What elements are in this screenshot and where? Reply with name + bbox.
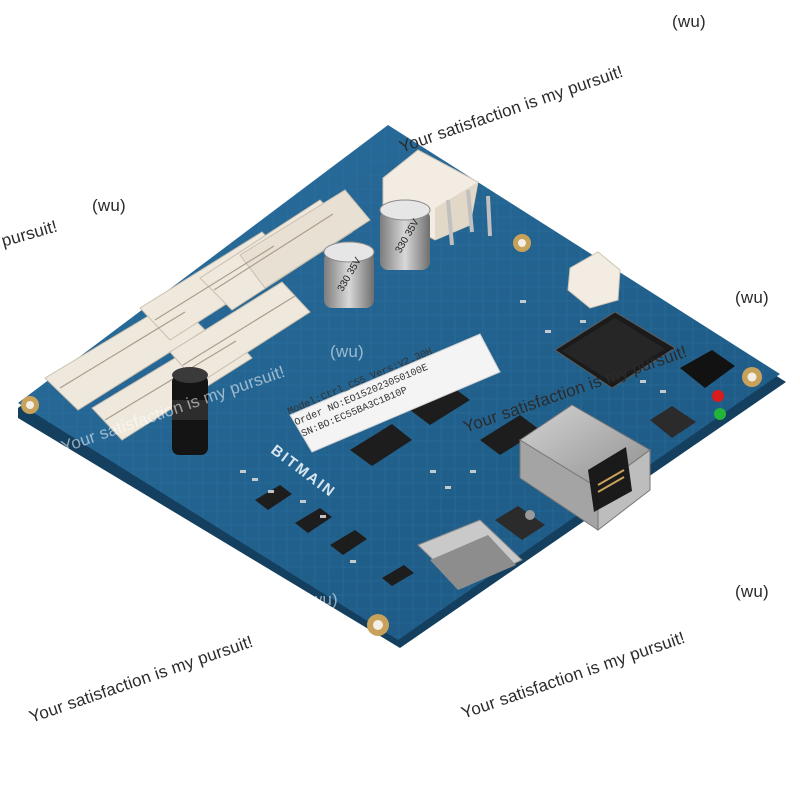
ethernet-port (519, 404, 651, 532)
buttons-and-leds (495, 350, 735, 540)
watermark-tag: (wu) (735, 288, 769, 307)
red-led (712, 390, 724, 402)
green-led (714, 408, 726, 420)
power-connector (382, 149, 492, 246)
watermark-tag: (wu) (735, 582, 769, 601)
fan-connector (567, 251, 621, 309)
watermark-tag: (wu) (304, 590, 338, 609)
capacitors: 330 35V 330 35V (172, 199, 431, 455)
sd-card-slot (417, 519, 523, 590)
watermark-tag: (wu) (92, 196, 126, 215)
watermark-tag: (wu) (330, 342, 364, 361)
processor-chip (554, 311, 676, 389)
smaller-ics (255, 385, 540, 586)
mounting-holes (21, 234, 762, 636)
watermark-tag: (wu) (672, 12, 706, 31)
smd-components (240, 300, 666, 563)
